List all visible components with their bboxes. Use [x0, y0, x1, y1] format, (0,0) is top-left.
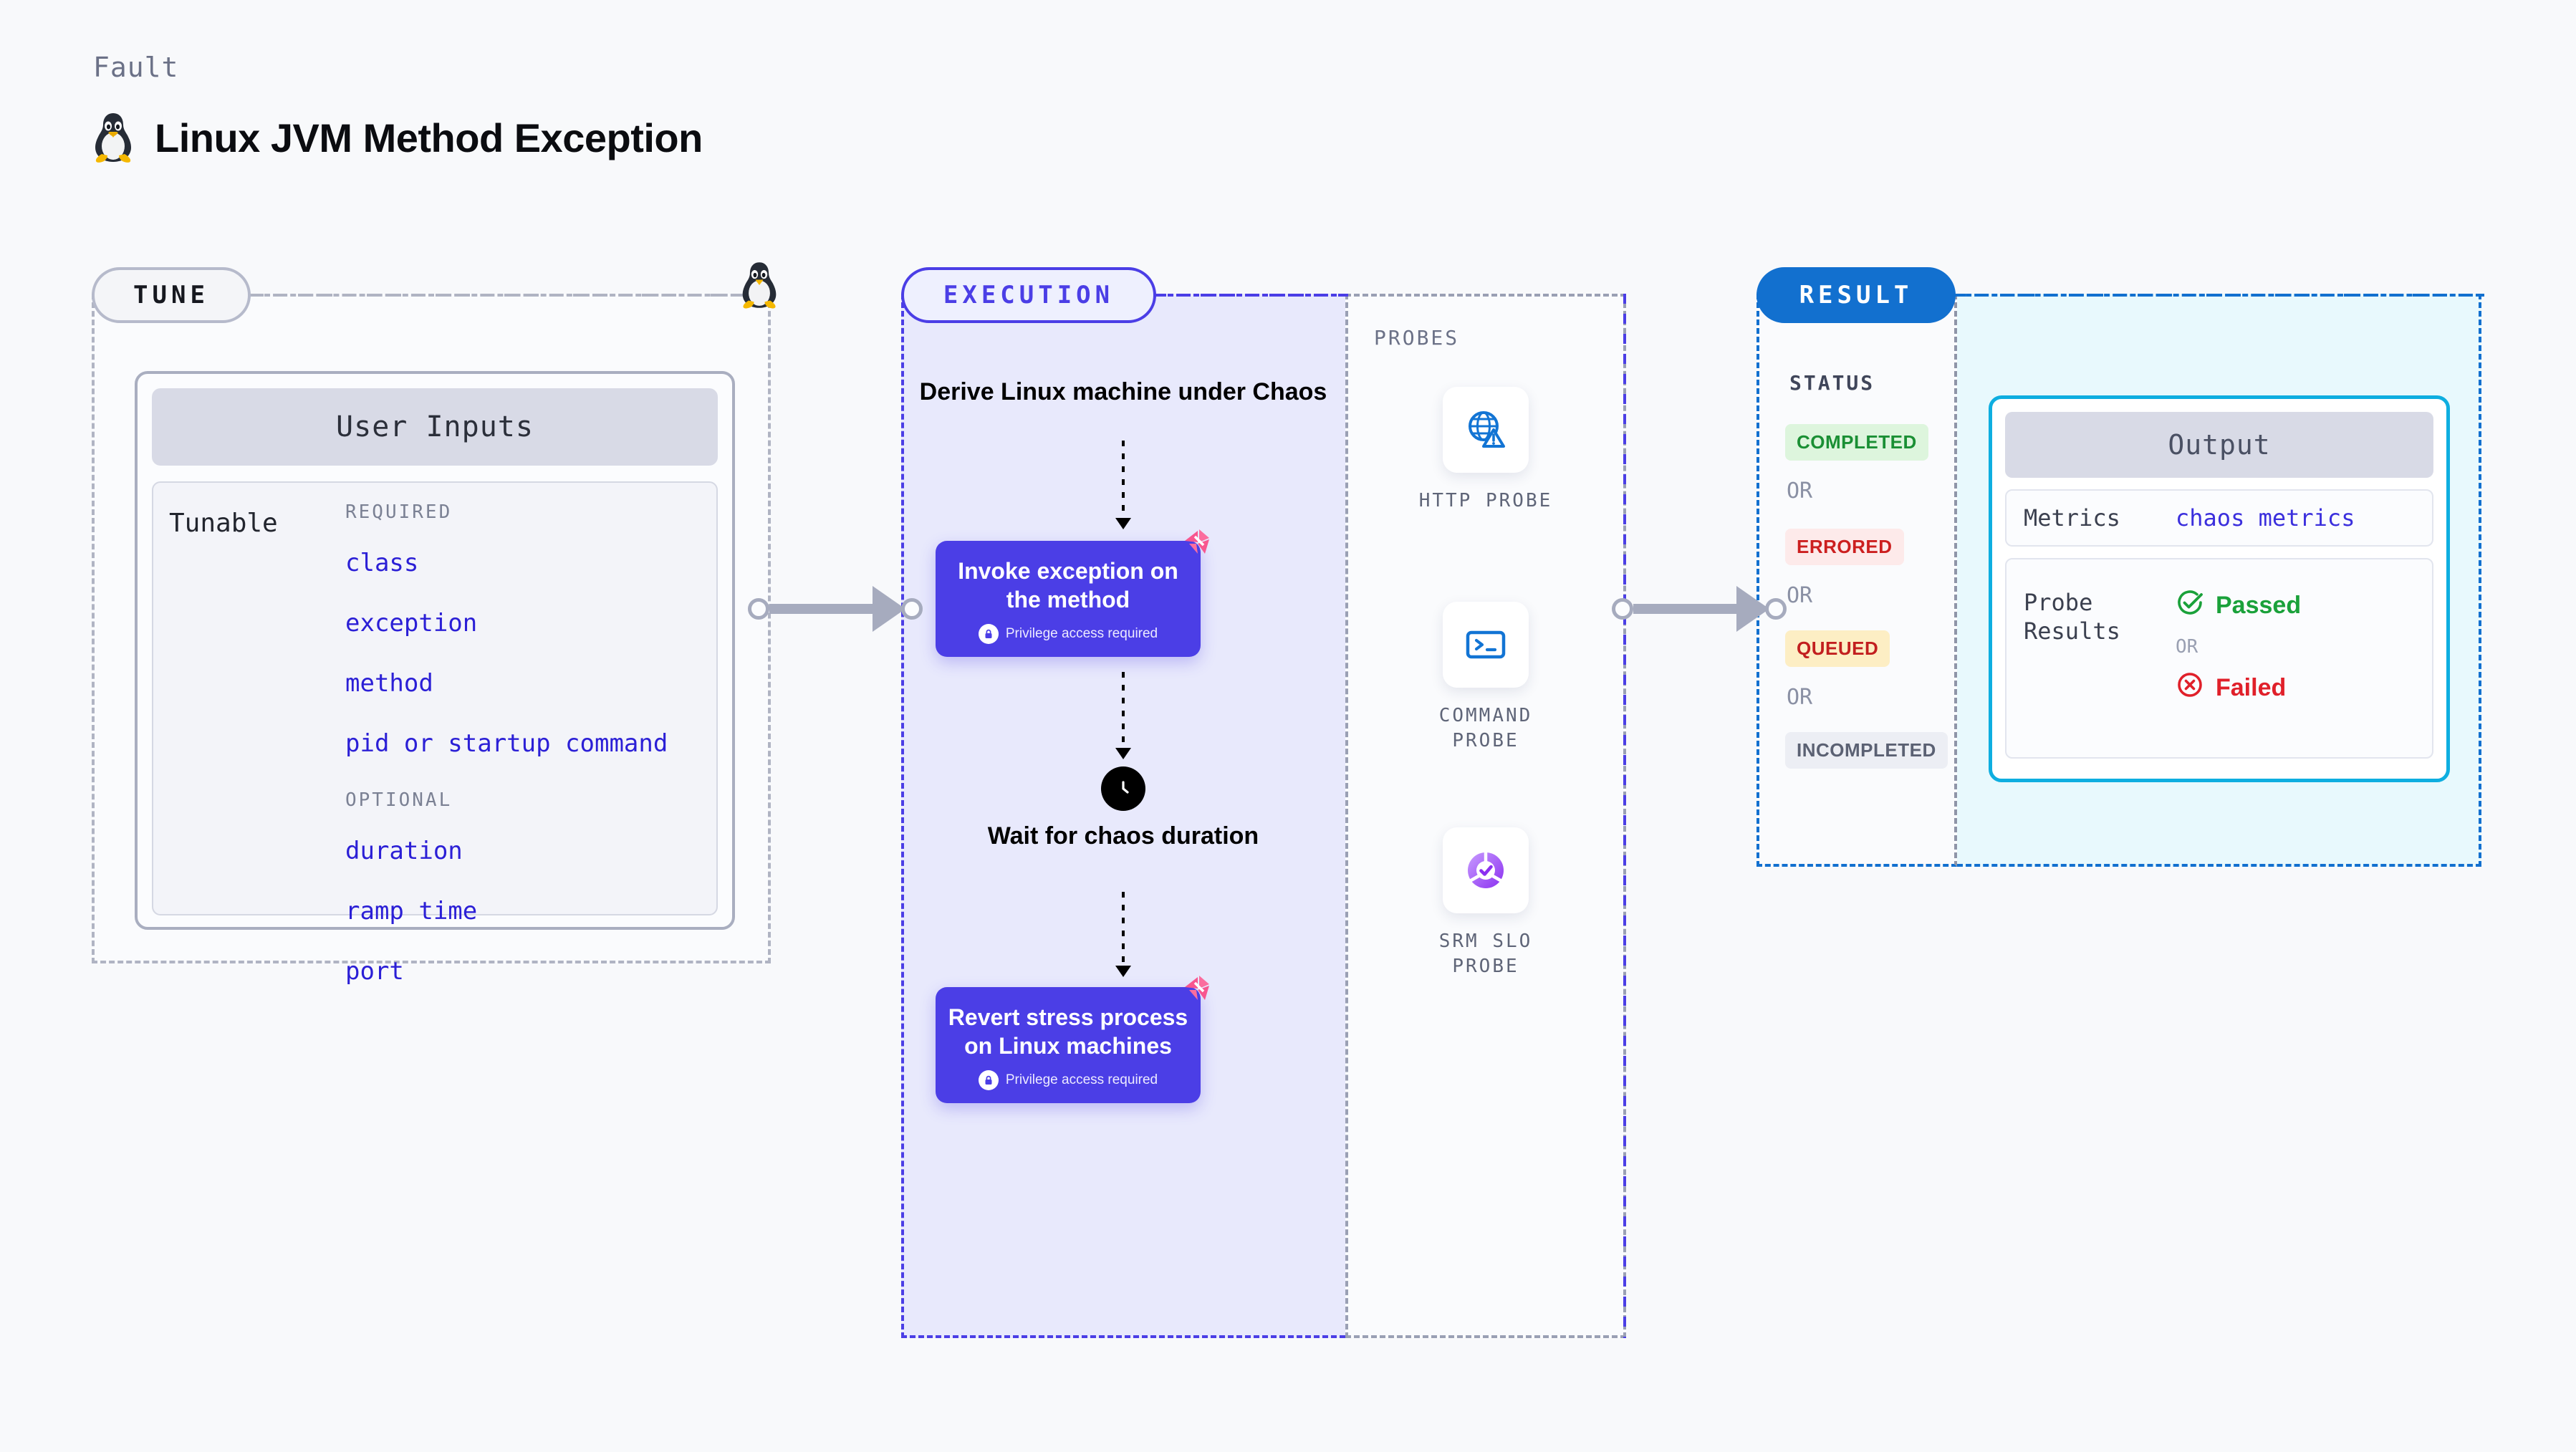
probe-result-failed-label: Failed — [2216, 674, 2287, 701]
probe-result-failed: Failed — [2176, 670, 2301, 706]
connector-dot-right — [901, 598, 923, 620]
tunable-item-class[interactable]: class — [345, 549, 419, 577]
linux-tux-corner-icon — [739, 260, 779, 314]
tunable-list: REQUIRED class exception method pid or s… — [345, 501, 716, 986]
terminal-icon — [1443, 602, 1529, 688]
connector-bar — [769, 604, 873, 614]
probe-label-command: COMMAND PROBE — [1438, 705, 1533, 752]
probes-title: PROBES — [1374, 326, 1460, 350]
probe-item-command[interactable]: COMMAND PROBE — [1417, 602, 1554, 754]
linux-tux-icon — [92, 111, 135, 164]
tunable-group-title-optional: OPTIONAL — [345, 789, 453, 811]
flow-connector-3 — [1122, 892, 1125, 967]
flow-arrowhead-3 — [1115, 966, 1131, 977]
flow-step-derive: Derive Linux machine under Chaos — [919, 378, 1327, 405]
lock-icon — [978, 624, 999, 644]
status-badge-queued: QUEUED — [1785, 630, 1890, 667]
flow-node-revert-note-row: Privilege access required — [947, 1070, 1189, 1090]
flow-node-invoke-note: Privilege access required — [1005, 626, 1158, 641]
flow-node-invoke-title: Invoke exception on the method — [958, 558, 1178, 612]
flow-arrowhead-2 — [1115, 748, 1131, 759]
section-pill-tune[interactable]: TUNE — [92, 267, 251, 323]
result-leader-line — [1954, 294, 2484, 297]
user-inputs-body: Tunable REQUIRED class exception method … — [152, 481, 718, 986]
tunable-item-duration[interactable]: duration — [345, 837, 463, 865]
page-title: Linux JVM Method Exception — [155, 115, 703, 160]
globe-warning-icon — [1443, 387, 1529, 473]
tunable-item-pid-or-startup-command[interactable]: pid or startup command — [345, 729, 668, 758]
slo-donut-check-icon — [1443, 827, 1529, 913]
clock-icon — [1101, 766, 1145, 811]
connector-dot-left — [748, 598, 769, 620]
user-inputs-title: User Inputs — [152, 388, 718, 466]
output-card-title: Output — [2005, 412, 2433, 478]
connector-arrowhead — [1736, 586, 1769, 632]
status-badge-incompleted: INCOMPLETED — [1785, 732, 1948, 769]
execution-leader-line — [1155, 294, 1348, 297]
status-or-2: OR — [1787, 583, 1813, 608]
litmus-ribbon-icon — [1181, 527, 1213, 563]
connector-dot-right — [1765, 598, 1787, 620]
page-title-row: Linux JVM Method Exception — [92, 111, 703, 164]
tune-leader-line — [252, 294, 768, 297]
flow-arrowhead-1 — [1115, 518, 1131, 529]
connector-tune-to-execution — [748, 586, 923, 632]
section-pill-execution[interactable]: EXECUTION — [901, 267, 1156, 323]
probe-item-http[interactable]: HTTP PROBE — [1417, 387, 1554, 514]
probe-result-passed: Passed — [2176, 588, 2301, 623]
output-row-metrics: Metrics chaos metrics — [2005, 489, 2433, 547]
flow-node-invoke-exception[interactable]: Invoke exception on the method Privilege… — [936, 529, 1209, 657]
execution-flow: Derive Linux machine under Chaos Invoke … — [901, 294, 1345, 1338]
tunable-item-exception[interactable]: exception — [345, 609, 478, 638]
output-probe-results-label: Probe Results — [2024, 589, 2120, 645]
status-or-3: OR — [1787, 685, 1813, 710]
x-circle-icon — [2176, 670, 2204, 706]
check-circle-icon — [2176, 588, 2204, 623]
probe-result-passed-label: Passed — [2216, 592, 2302, 619]
output-metrics-label: Metrics — [2024, 504, 2120, 532]
fault-eyebrow: Fault — [93, 52, 179, 83]
probe-item-srm-slo[interactable]: SRM SLO PROBE — [1417, 827, 1554, 979]
lock-icon — [978, 1070, 999, 1090]
probe-label-http: HTTP PROBE — [1418, 490, 1553, 511]
user-inputs-card: User Inputs Tunable REQUIRED class excep… — [135, 371, 735, 986]
flow-node-revert-title: Revert stress process on Linux machines — [948, 1004, 1188, 1059]
connector-dot-left — [1612, 598, 1633, 620]
flow-step-wait: Wait for chaos duration — [987, 822, 1259, 850]
probe-result-or: OR — [2176, 636, 2198, 658]
connector-arrowhead — [873, 586, 905, 632]
status-title: STATUS — [1789, 371, 1875, 395]
connector-probes-to-result — [1612, 586, 1787, 632]
flow-node-revert-note: Privilege access required — [1005, 1072, 1158, 1087]
status-or-1: OR — [1787, 479, 1813, 504]
status-badge-completed: COMPLETED — [1785, 424, 1928, 461]
output-card: Output Metrics chaos metrics Probe Resul… — [1989, 395, 2450, 782]
section-pill-result[interactable]: RESULT — [1756, 267, 1956, 323]
flow-node-revert-stress[interactable]: Revert stress process on Linux machines … — [936, 976, 1209, 1103]
status-badge-errored: ERRORED — [1785, 529, 1904, 565]
connector-bar — [1633, 604, 1736, 614]
litmus-ribbon-icon — [1181, 973, 1213, 1009]
output-metrics-value[interactable]: chaos metrics — [2176, 504, 2355, 532]
tunable-item-method[interactable]: method — [345, 669, 433, 698]
flow-connector-2 — [1122, 672, 1125, 749]
probe-label-srm-slo: SRM SLO PROBE — [1438, 931, 1533, 978]
output-row-probe-results: Probe Results Passed OR — [2005, 558, 2433, 759]
tunable-group-title-required: REQUIRED — [345, 501, 453, 523]
tunable-row-label: Tunable — [169, 509, 278, 538]
tunable-item-ramp-time[interactable]: ramp time — [345, 897, 478, 925]
tunable-item-port[interactable]: port — [345, 957, 404, 986]
probe-results-stack: Passed OR Failed — [2176, 588, 2301, 706]
flow-node-invoke-note-row: Privilege access required — [947, 624, 1189, 644]
flow-connector-1 — [1122, 441, 1125, 519]
